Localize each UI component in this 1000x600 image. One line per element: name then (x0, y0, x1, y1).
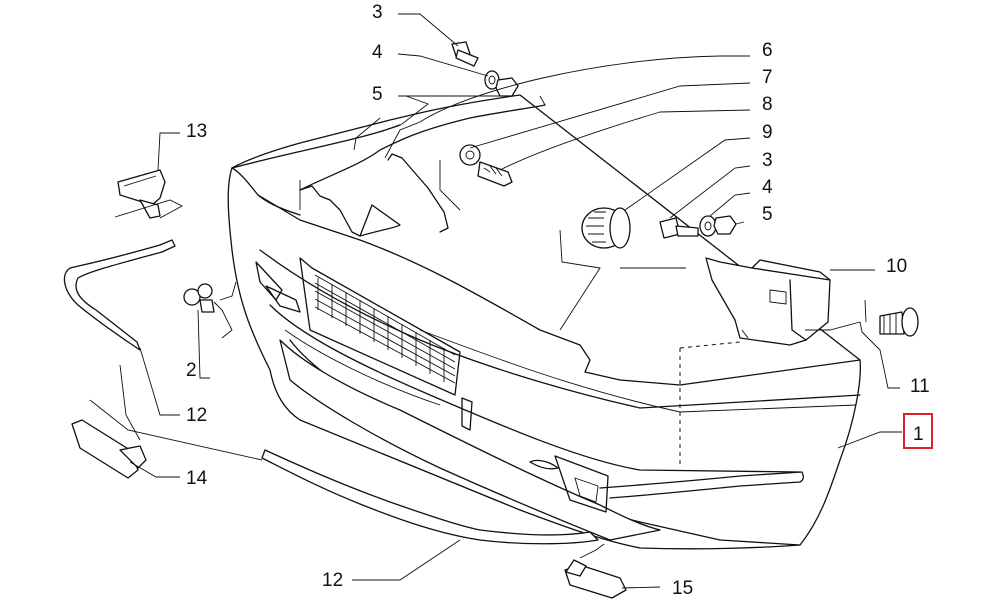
reinforcement-strip (299, 185, 361, 237)
label-9: 9 (762, 122, 773, 143)
label-10: 10 (886, 256, 907, 277)
nut-5-right (713, 215, 737, 235)
bolt-3-upper (451, 41, 479, 67)
label-4-upper: 4 (372, 42, 383, 63)
clip-13 (117, 169, 166, 219)
screw-2 (183, 283, 215, 313)
label-3-right: 3 (762, 150, 773, 171)
label-12-upper: 12 (186, 405, 207, 426)
label-11: 11 (910, 376, 930, 397)
label-5-upper: 5 (372, 84, 383, 105)
label-7: 7 (762, 67, 773, 88)
leader-lines (89, 13, 902, 589)
label-5-right: 5 (762, 204, 773, 225)
label-8: 8 (762, 94, 773, 115)
side-strip-lower (261, 449, 599, 545)
label-6: 6 (762, 40, 773, 61)
label-4-right: 4 (762, 177, 773, 198)
bolt-8 (477, 161, 513, 187)
washer-7 (459, 144, 481, 166)
clip-14 (71, 419, 147, 479)
screw-11 (879, 307, 919, 337)
bracket-wire-6 (387, 153, 449, 233)
grommet-9 (581, 207, 631, 249)
label-2: 2 (186, 360, 197, 381)
label-1: 1 (913, 424, 924, 445)
clip-15 (564, 559, 627, 599)
label-14: 14 (186, 468, 208, 489)
grille-slats (314, 274, 456, 384)
label-13: 13 (186, 121, 207, 142)
label-12-lower: 12 (322, 570, 343, 591)
label-15: 15 (672, 578, 693, 599)
label-1-highlight-box (903, 413, 933, 449)
callout-labels: 3 4 5 6 7 8 9 3 4 5 10 11 1 13 2 12 14 1… (186, 2, 933, 599)
label-3-upper: 3 (372, 2, 383, 23)
bracket-10 (705, 257, 831, 346)
side-strip-upper (63, 239, 176, 351)
bolt-3-right (659, 217, 699, 239)
